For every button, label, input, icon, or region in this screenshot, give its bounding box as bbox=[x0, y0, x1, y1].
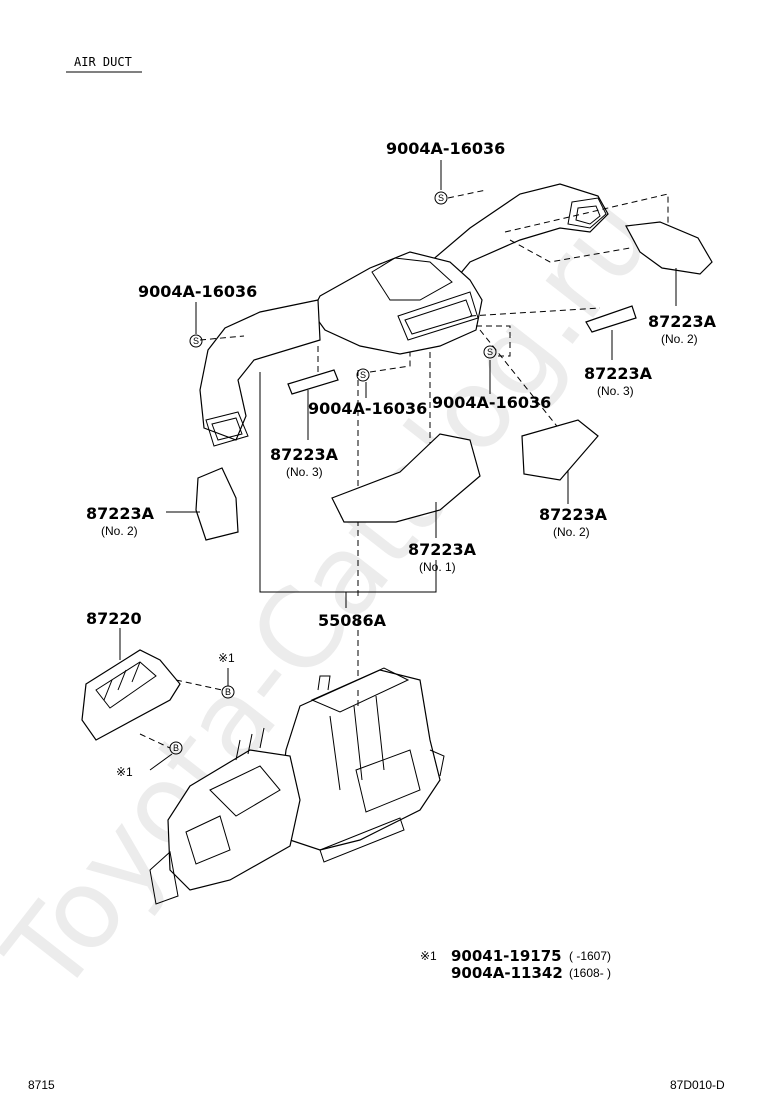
label-duct-no3-left: 87223A bbox=[270, 445, 339, 464]
footer-left-code: 8715 bbox=[28, 1078, 55, 1092]
label-duct-no1: 87223A bbox=[408, 540, 477, 559]
sub-duct-no2-right: (No. 2) bbox=[661, 332, 698, 346]
diagram-title: AIR DUCT bbox=[74, 55, 132, 69]
label-screw-mid-left: 9004A-16036 bbox=[308, 399, 427, 418]
footer-right-code: 87D010-D bbox=[670, 1078, 725, 1092]
assembly-bracket bbox=[259, 372, 437, 593]
label-assembly: 55086A bbox=[318, 611, 387, 630]
screw-marker-left: S bbox=[189, 334, 203, 348]
cover-87220-shape bbox=[81, 649, 181, 741]
label-duct-no2-lower: 87223A bbox=[539, 505, 608, 524]
duct-no3-left-shape bbox=[287, 369, 339, 395]
duct-no2-left-shape bbox=[195, 467, 239, 541]
duct-no2-lower-shape bbox=[521, 419, 599, 481]
svg-text:S: S bbox=[438, 193, 444, 203]
sub-duct-no1: (No. 1) bbox=[419, 560, 456, 574]
sub-duct-no2-left: (No. 2) bbox=[101, 524, 138, 538]
right-duct-arm bbox=[429, 183, 609, 281]
duct-no1-shape bbox=[331, 433, 481, 523]
upper-duct-assembly bbox=[199, 183, 609, 447]
svg-text:S: S bbox=[193, 336, 199, 346]
svg-text:S: S bbox=[360, 370, 366, 380]
right-duct-outlet bbox=[567, 197, 607, 229]
hvac-unit-shape bbox=[149, 667, 445, 905]
sub-duct-no2-lower: (No. 2) bbox=[553, 525, 590, 539]
duct-no3-right-shape bbox=[585, 305, 637, 333]
center-duct-outlet bbox=[397, 291, 479, 341]
label-screw-left: 9004A-16036 bbox=[138, 282, 257, 301]
screw-marker-mid-left: S bbox=[356, 368, 370, 382]
sub-duct-no3-right: (No. 3) bbox=[597, 384, 634, 398]
footnote: ※1 90041-19175 ( -1607) 9004A-11342 (160… bbox=[420, 947, 611, 982]
footnote-line2-part: 9004A-11342 bbox=[451, 964, 563, 982]
label-duct-no3-right: 87223A bbox=[584, 364, 653, 383]
footnote-line2-range: (1608- ) bbox=[569, 966, 611, 980]
svg-text:B: B bbox=[173, 743, 179, 753]
center-duct-box bbox=[311, 251, 483, 355]
label-duct-no2-right: 87223A bbox=[648, 312, 717, 331]
label-cover: 87220 bbox=[86, 609, 142, 628]
left-duct-arm bbox=[199, 299, 321, 441]
screw-marker-mid-right: S bbox=[483, 345, 497, 359]
footnote-line1-range: ( -1607) bbox=[569, 949, 611, 963]
screw-marker-top: S bbox=[434, 191, 448, 205]
footnote-line1-part: 90041-19175 bbox=[451, 947, 562, 965]
label-screw-mid-right: 9004A-16036 bbox=[432, 393, 551, 412]
footnote-marker: ※1 bbox=[420, 949, 437, 963]
left-duct-outlet bbox=[205, 411, 249, 447]
duct-no2-right-shape bbox=[625, 221, 713, 275]
label-screw-top: 9004A-16036 bbox=[386, 139, 505, 158]
label-duct-no2-left: 87223A bbox=[86, 504, 155, 523]
svg-text:B: B bbox=[225, 687, 231, 697]
sub-duct-no3-left: (No. 3) bbox=[286, 465, 323, 479]
note-marker-left: ※1 bbox=[116, 765, 133, 779]
svg-text:S: S bbox=[487, 347, 493, 357]
note-marker-top: ※1 bbox=[218, 651, 235, 665]
clip-marker-b-lower: B bbox=[169, 741, 183, 755]
